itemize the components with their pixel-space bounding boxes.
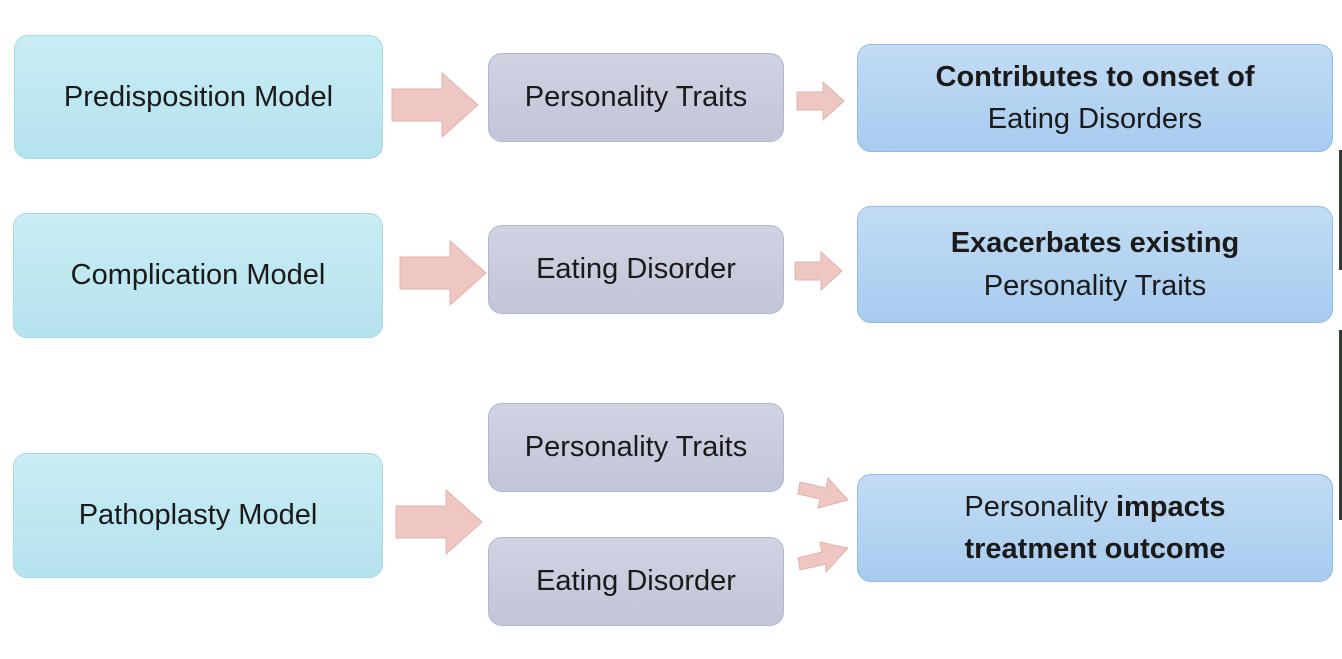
complication-model-label: Complication Model bbox=[70, 259, 326, 292]
eating-disorder-label-2: Eating Disorder bbox=[536, 565, 736, 598]
personality-traits-label-2: Personality Traits bbox=[524, 431, 748, 464]
arrow-icon bbox=[796, 80, 845, 122]
pathoplasty-outcome-bold-2: treatment outcome bbox=[964, 533, 1226, 565]
pathoplasty-model-box: Pathoplasty Model bbox=[13, 453, 383, 578]
complication-model-box: Complication Model bbox=[13, 213, 383, 338]
personality-traits-box-2: Personality Traits bbox=[488, 403, 784, 492]
personality-traits-label: Personality Traits bbox=[524, 81, 748, 114]
eating-disorder-box: Eating Disorder bbox=[488, 225, 784, 314]
eating-disorder-box-2: Eating Disorder bbox=[488, 537, 784, 626]
arrow-icon bbox=[391, 71, 479, 139]
right-edge-divider bbox=[1339, 150, 1342, 270]
predisposition-model-box: Predisposition Model bbox=[14, 35, 383, 159]
pathoplasty-outcome-bold-1: impacts bbox=[1115, 490, 1226, 523]
predisposition-outcome-box: Contributes to onset of Eating Disorders bbox=[857, 44, 1333, 152]
complication-outcome-box: Exacerbates existing Personality Traits bbox=[857, 206, 1333, 323]
pathoplasty-model-label: Pathoplasty Model bbox=[78, 499, 318, 532]
predisposition-model-label: Predisposition Model bbox=[63, 80, 334, 113]
complication-outcome-bold: Exacerbates existing bbox=[950, 227, 1240, 260]
arrow-icon bbox=[395, 488, 483, 556]
arrow-icon bbox=[797, 541, 849, 574]
pathoplasty-outcome-text: Personality bbox=[964, 490, 1108, 523]
predisposition-outcome-text: Eating Disorders bbox=[987, 103, 1203, 135]
complication-outcome-text: Personality Traits bbox=[983, 269, 1207, 302]
eating-disorder-label: Eating Disorder bbox=[536, 253, 736, 286]
arrow-icon bbox=[794, 250, 843, 292]
arrow-icon bbox=[797, 476, 849, 509]
right-edge-divider bbox=[1339, 330, 1342, 520]
pathoplasty-outcome-box: Personality impacts treatment outcome bbox=[857, 474, 1333, 582]
predisposition-outcome-bold: Contributes to onset of bbox=[935, 60, 1255, 93]
arrow-icon bbox=[399, 239, 487, 307]
personality-traits-box: Personality Traits bbox=[488, 53, 784, 142]
